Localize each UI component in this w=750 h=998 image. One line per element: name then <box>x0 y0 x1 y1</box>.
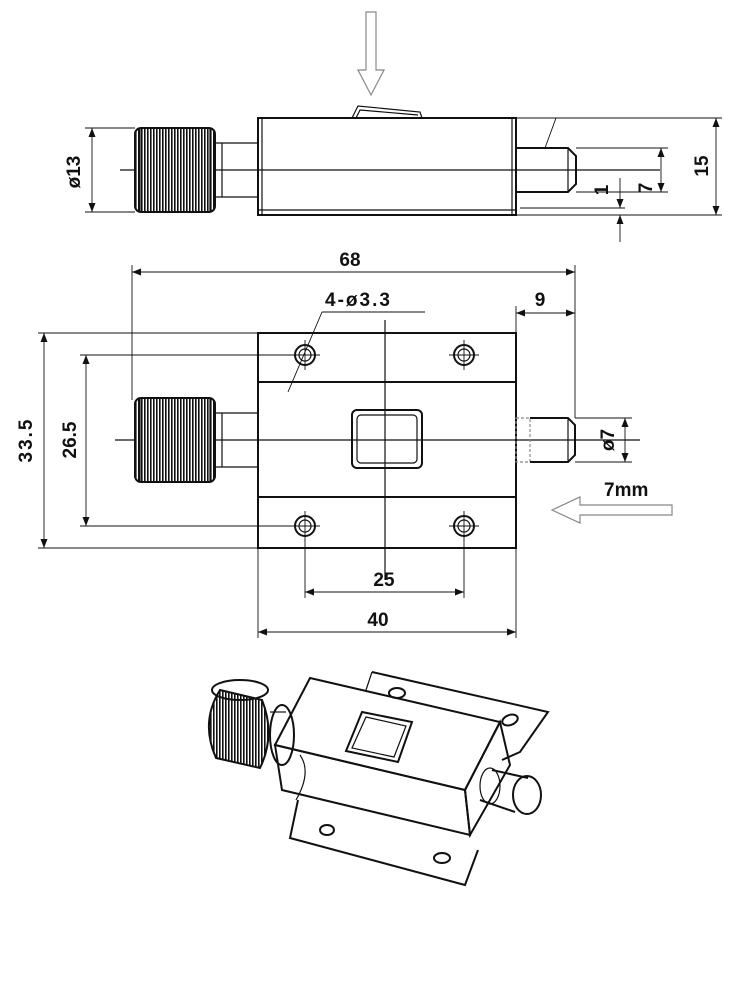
dim-body-length: 40 <box>367 610 388 631</box>
dim-side-offset: 1 <box>592 184 613 195</box>
dim-side-height: 15 <box>692 155 713 177</box>
dim-hole-spacing-vertical: 26.5 <box>60 421 81 458</box>
dim-travel: 7mm <box>604 480 648 501</box>
knob-side-icon <box>134 127 216 213</box>
dim-overall-length: 68 <box>339 250 360 271</box>
press-arrow-icon <box>357 11 385 97</box>
travel-arrow-icon <box>550 496 673 524</box>
knob-top-icon <box>134 397 216 483</box>
dim-hole-spacing-horizontal: 25 <box>373 570 395 591</box>
dim-plate-width: 33.5 <box>16 418 37 463</box>
side-view: ø13 15 7 1 <box>64 11 722 242</box>
mounting-holes <box>290 340 479 541</box>
isometric-view <box>207 671 550 887</box>
top-view: 4-ø3.3 68 9 33.5 26.5 ø7 7mm 25 <box>16 250 673 638</box>
dim-pin-diameter: ø7 <box>598 429 619 451</box>
dim-hole-spec: 4-ø3.3 <box>325 290 392 311</box>
knob-iso-icon <box>207 688 270 770</box>
square-window-icon <box>351 409 423 469</box>
dim-knob-diameter: ø13 <box>64 156 85 189</box>
dim-side-pin-height: 7 <box>636 183 657 194</box>
dim-pin-extension: 9 <box>535 290 546 311</box>
